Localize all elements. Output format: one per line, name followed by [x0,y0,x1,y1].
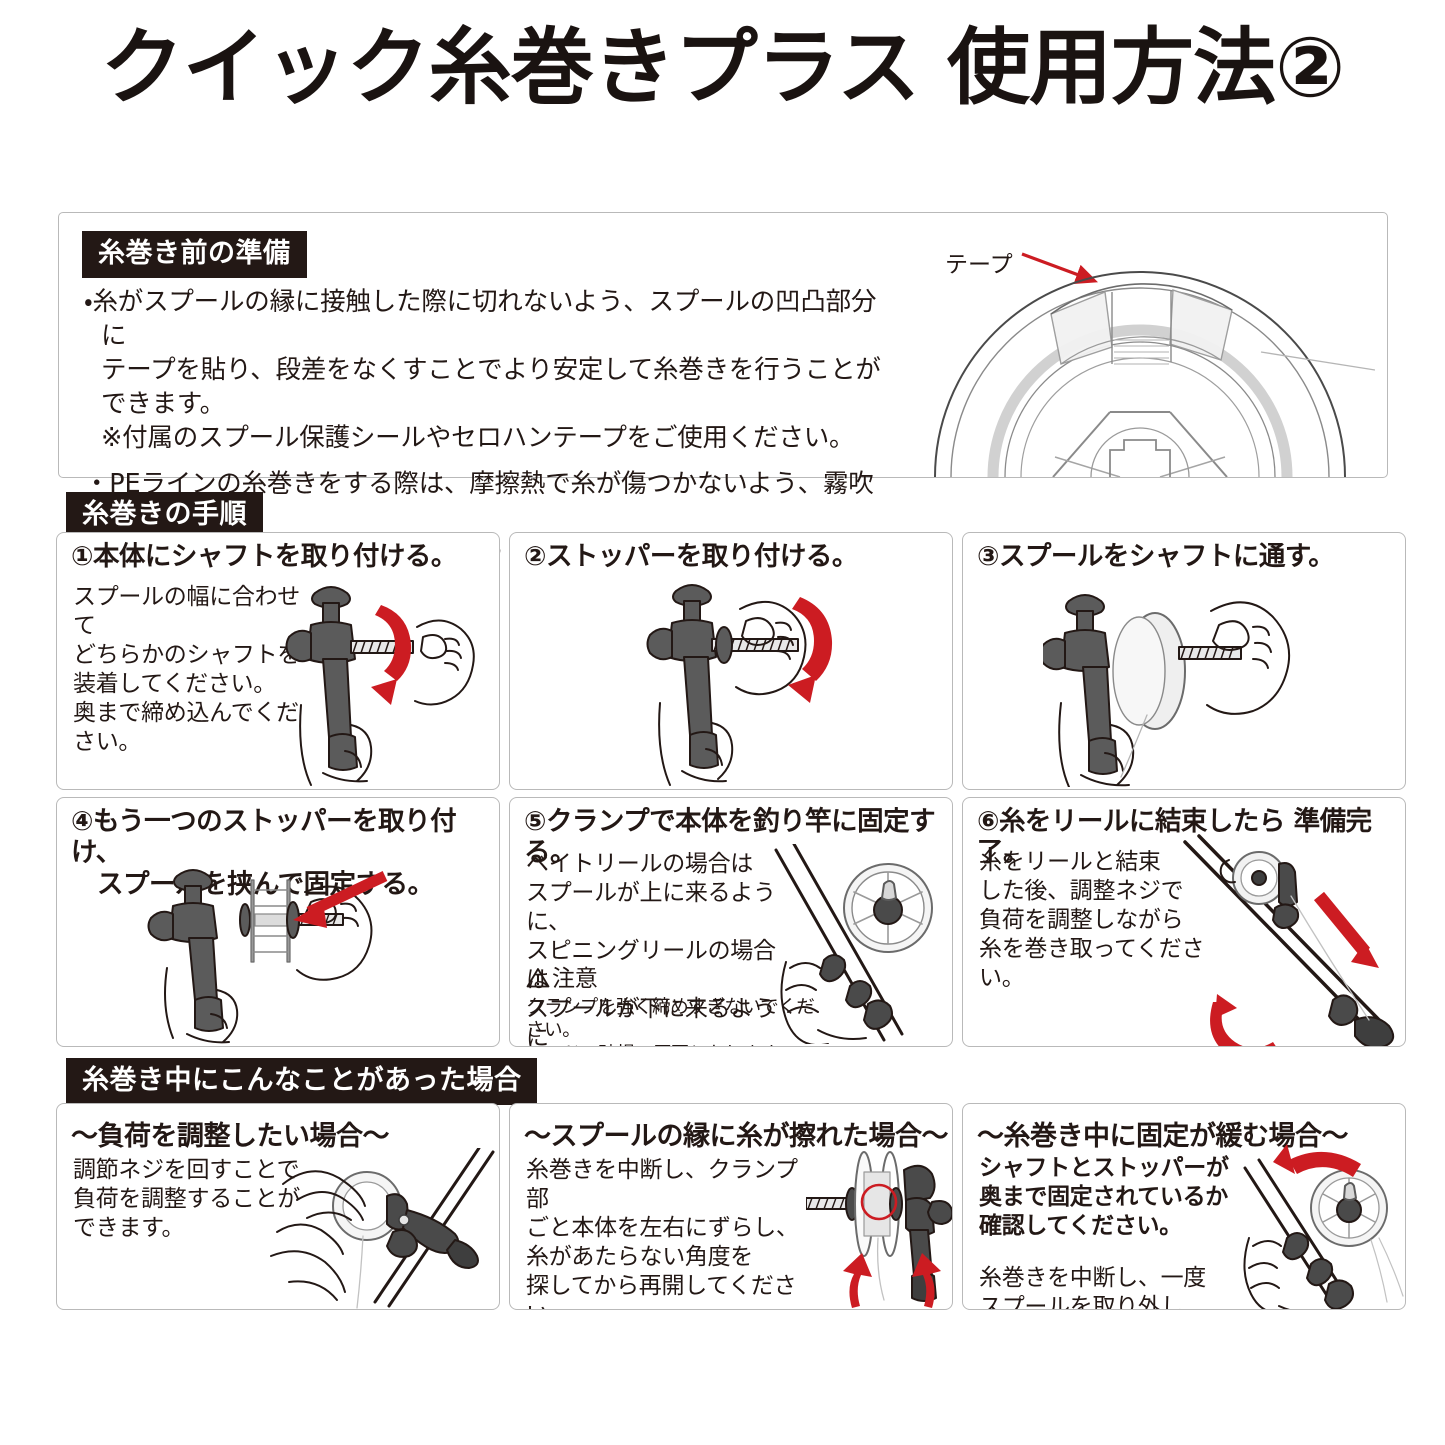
step-title-text-2: ストッパーを取り付ける。 [545,541,859,572]
trouble-body-2: 糸巻きを中断し、クランプ部 ごと本体を左右にずらし、 糸があたらない角度を 探し… [526,1157,799,1309]
trouble-panel-3: 〜糸巻き中に固定が緩む場合〜 シャフトとストッパーが 奥まで固定されているか 確… [962,1103,1406,1310]
step-panel-5: ⑤クランプで本体を釣り竿に固定する。 ベイトリールの場合は スプールが上に来るよ… [509,797,953,1047]
steps-heading-badge: 糸巻きの手順 [66,492,263,539]
trouble-heading-label: 糸巻き中にこんなことがあった場合 [66,1058,538,1105]
preparation-heading-badge: 糸巻き前の準備 [82,231,307,278]
caution-block: 注意 クランプを強く締めすぎないでください。 ロッドの破損の原因となります。 [526,966,816,1046]
trouble-row: 〜負荷を調整したい場合〜 調節ネジを回すことで 負荷を調整することが できます。 [56,1103,1406,1310]
step-title-4: ④もう一つのストッパーを取り付け、 スプールを挟んで固定する。 [71,806,489,900]
step-title-2: ②ストッパーを取り付ける。 [524,541,942,572]
step-body-1: スプールの幅に合わせて どちらかのシャフトを 装着してください。 奥まで締め込ん… [73,584,301,755]
step-number-3: ③ [977,541,999,572]
steps-row-2: ④もう一つのストッパーを取り付け、 スプールを挟んで固定する。 [56,797,1406,1047]
step-number-5: ⑤ [524,806,546,837]
trouble-2-illustration [806,1146,952,1309]
step-panel-3: ③スプールをシャフトに通す。 [962,532,1406,790]
step-title-3: ③スプールをシャフトに通す。 [977,541,1395,572]
step-number-4: ④ [71,806,93,837]
step-panel-6: ⑥糸をリールに結束したら 準備完了。 糸をリールと結束 した後、調整ネジで 負荷… [962,797,1406,1047]
step-3-illustration [1043,575,1383,787]
preparation-paragraph-1: ・糸がスプールの縁に接触した際に切れないよう、スプールの凹凸部分に テープを貼り… [84,287,881,453]
step-number-2: ② [524,541,546,572]
caution-heading-label: 注意 [552,966,598,992]
trouble-panel-2: 〜スプールの縁に糸が擦れた場合〜 糸巻きを中断し、クランプ部 ごと本体を左右にず… [509,1103,953,1310]
steps-heading-label: 糸巻きの手順 [66,492,263,539]
step-number-1: ① [71,541,93,572]
step-title-text-4: もう一つのストッパーを取り付け、 スプールを挟んで固定する。 [71,806,457,900]
step-title-text-3: スプールをシャフトに通す。 [998,541,1335,572]
preparation-heading-label: 糸巻き前の準備 [82,231,307,278]
step-title-6: ⑥糸をリールに結束したら 準備完了。 [977,806,1395,869]
trouble-body-3: 糸巻きを中断し、一度 スプールを取り外し、 スプールの裏表を反対に してから取り… [979,1265,1207,1310]
step-panel-4: ④もう一つのストッパーを取り付け、 スプールを挟んで固定する。 [56,797,500,1047]
step-number-6: ⑥ [977,806,999,837]
trouble-title-2: 〜スプールの縁に糸が擦れた場合〜 [524,1121,949,1152]
step-title-text-6: 糸をリールに結束したら 準備完了。 [977,806,1372,869]
step-2-illustration [620,575,920,787]
trouble-title-3: 〜糸巻き中に固定が緩む場合〜 [977,1121,1349,1152]
step-panel-2: ②ストッパーを取り付ける。 [509,532,953,790]
caution-heading: 注意 [526,966,816,994]
step-body-5: ベイトリールの場合は スプールが上に来るように、 スピニングリールの場合は スプ… [526,851,776,1047]
trouble-heading-badge: 糸巻き中にこんなことがあった場合 [66,1058,538,1105]
step-panel-1: ①本体にシャフトを取り付ける。 スプールの幅に合わせて どちらかのシャフトを 装… [56,532,500,790]
step-title-5: ⑤クランプで本体を釣り竿に固定する。 [524,806,942,869]
warning-triangle-icon [526,967,550,988]
step-title-text-1: 本体にシャフトを取り付ける。 [92,541,458,572]
steps-row-1: ①本体にシャフトを取り付ける。 スプールの幅に合わせて どちらかのシャフトを 装… [56,532,1406,790]
caution-body-text: クランプを強く締めすぎないでください。 ロッドの破損の原因となります。 [526,996,815,1046]
trouble-body-1: 調節ネジを回すことで 負荷を調整することが できます。 [73,1157,301,1241]
step-body-6: 糸をリールと結束 した後、調整ネジで 負荷を調整しながら 糸を巻き取ってください… [979,849,1205,991]
step-title-1: ①本体にシャフトを取り付ける。 [71,541,489,572]
trouble-body-3-bold: シャフトとストッパーが 奥まで固定されているか 確認してください。 [979,1155,1229,1239]
trouble-title-1: 〜負荷を調整したい場合〜 [71,1121,390,1152]
step-1-illustration [285,575,495,787]
tape-callout-label: テープ [945,252,1013,278]
trouble-panel-1: 〜負荷を調整したい場合〜 調節ネジを回すことで 負荷を調整することが できます。 [56,1103,500,1310]
page-title: クイック糸巻きプラス 使用方法② [100,19,1346,116]
step-title-text-5: クランプで本体を釣り竿に固定する。 [524,806,936,869]
